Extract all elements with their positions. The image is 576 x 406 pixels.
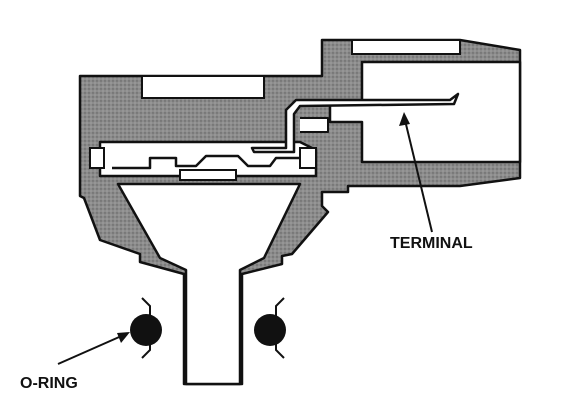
sensing-diaphragm [112, 154, 300, 170]
o-ring-leader-line [57, 333, 127, 365]
pressure-port-bore [116, 182, 302, 386]
o-ring-leader-arrowhead [117, 332, 130, 343]
diaphragm-support-left [89, 147, 105, 169]
terminal-bend [300, 117, 329, 133]
terminal-label: TERMINAL [390, 235, 473, 252]
diaphragm-support-right [299, 147, 317, 169]
terminal-leader-line [403, 115, 433, 233]
o-ring-right [254, 314, 286, 346]
terminal-lead [250, 92, 460, 154]
body-upper-recess [141, 75, 265, 99]
o-ring-left [130, 314, 162, 346]
o-ring-label: O-RING [20, 375, 78, 392]
chip-block [179, 169, 237, 181]
terminal-leader-arrowhead [399, 112, 410, 126]
connector-top-slot [351, 39, 461, 55]
